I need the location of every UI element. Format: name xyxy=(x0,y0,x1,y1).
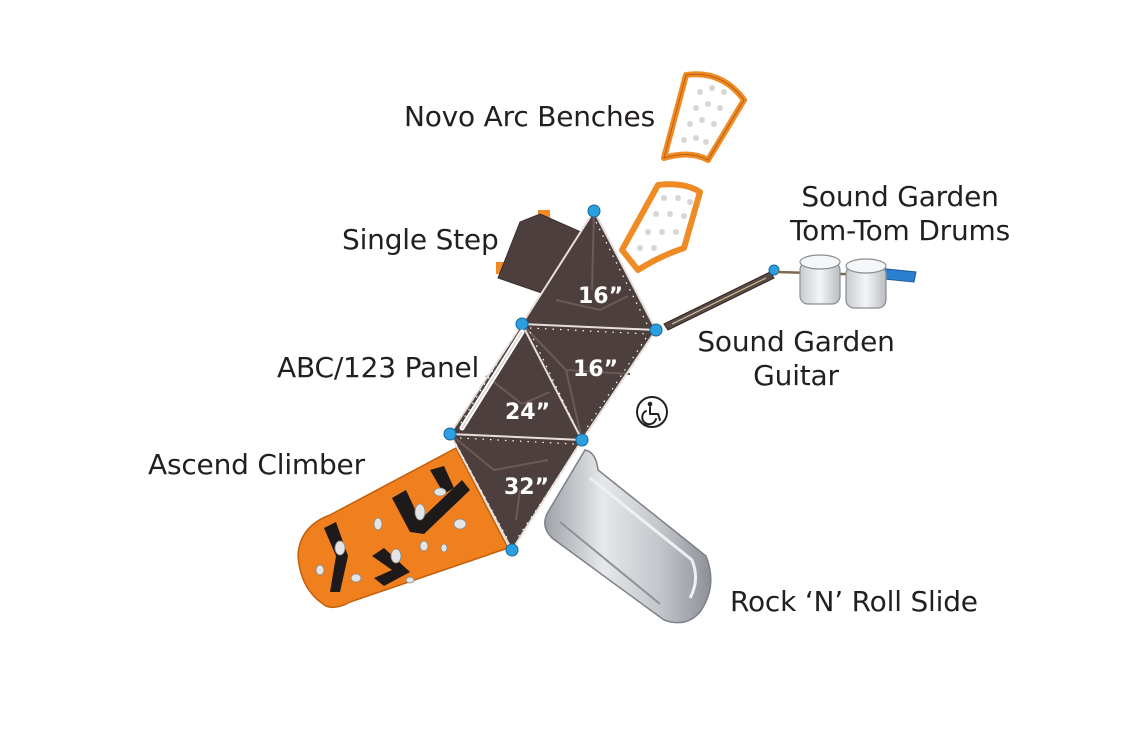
label-tom-tom-drums: Sound Garden Tom-Tom Drums xyxy=(786,180,1014,248)
deck-structure xyxy=(443,204,663,557)
deck-height-middle: 16” xyxy=(573,357,618,382)
label-single-step: Single Step xyxy=(342,223,499,256)
label-tom-tom-drums-line2: Tom-Tom Drums xyxy=(789,214,1011,247)
deck-height-bottom: 32” xyxy=(504,475,549,500)
label-guitar: Sound Garden Guitar xyxy=(694,325,898,393)
label-tom-tom-drums-line1: Sound Garden xyxy=(801,180,999,213)
ascend-climber xyxy=(297,446,510,609)
sound-garden-guitar xyxy=(663,271,775,331)
novo-arc-bench-lower xyxy=(619,181,703,273)
novo-arc-bench-upper xyxy=(661,71,747,163)
label-novo-arc-benches: Novo Arc Benches xyxy=(404,100,655,133)
wheelchair-accessibility-icon xyxy=(636,396,668,428)
deck-height-left: 24” xyxy=(505,400,550,425)
label-guitar-line1: Sound Garden xyxy=(697,325,895,358)
rock-n-roll-slide xyxy=(544,449,712,624)
label-abc-123-panel: ABC/123 Panel xyxy=(277,351,480,384)
abc-123-panel xyxy=(459,329,525,431)
label-rock-n-roll-slide: Rock ‘N’ Roll Slide xyxy=(730,585,978,618)
deck-height-top: 16” xyxy=(578,284,623,309)
label-guitar-line2: Guitar xyxy=(753,359,839,392)
label-ascend-climber: Ascend Climber xyxy=(148,448,365,481)
sound-garden-tom-tom-drums xyxy=(768,254,917,309)
